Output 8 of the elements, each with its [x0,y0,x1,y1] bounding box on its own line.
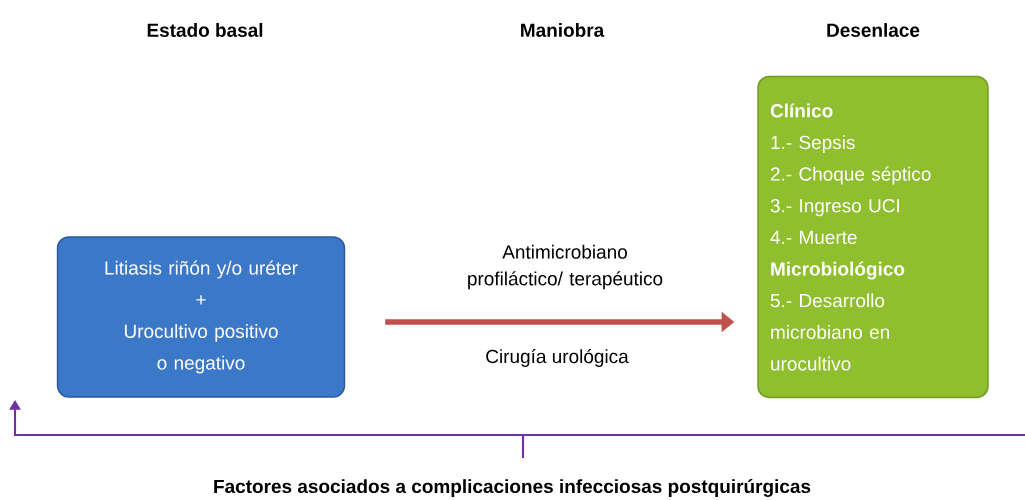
edge-label: Antimicrobiano profiláctico/ terapéutico [468,244,663,290]
condition-box: Litiasis riñón y/o uréter + Urocultivo positivo o negativo [56,236,346,398]
factors-label: Factores asociados a complicaciones infecciosas postquirúrgicas [214,479,811,497]
maneuver-label: Cirugía urológica [486,349,629,367]
heading: Estado basal [147,23,263,37]
heading: Desenlace [827,23,920,37]
heading: Maniobra [521,23,605,37]
outcome-box: Clínico 1.- Sepsis 2.- Choque séptico 3.- Ingreso UCI 4.- Muerte Microbiológico 5.- Desarrollo microbiano en urocultivo [757,75,989,399]
